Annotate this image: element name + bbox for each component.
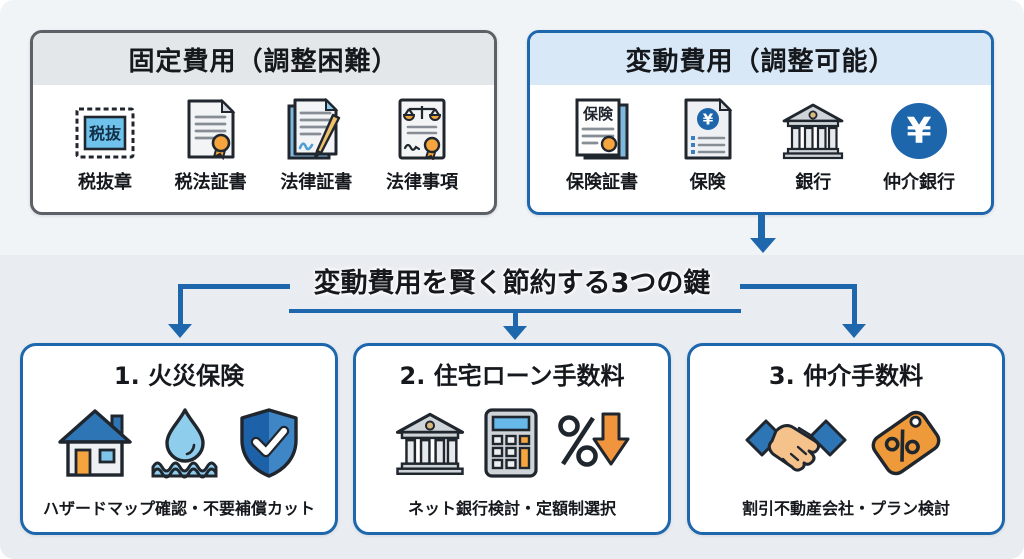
connector-center-arrowhead	[503, 326, 527, 340]
fixed-costs-card: 固定費用（調整困難） 税抜 税抜章	[30, 30, 497, 215]
variable-item-label: 保険証書	[566, 172, 638, 193]
yen-symbol: ¥	[702, 111, 713, 129]
savings-headline: 変動費用を賢く節約する3つの鍵	[313, 268, 711, 299]
variable-item-label: 仲介銀行	[882, 172, 955, 193]
fixed-item-stamp: 税抜 税抜章	[53, 96, 157, 194]
fire-insurance-title: 1. 火災保険	[113, 362, 245, 390]
insurance-doc-text: 保険	[582, 105, 614, 123]
yen-symbol: ¥	[906, 111, 931, 152]
connector-left-arrowhead	[168, 324, 192, 338]
insurance-certificate-icon: 保険	[573, 96, 631, 160]
fixed-costs-items: 税抜 税抜章	[33, 85, 494, 194]
variable-item-insurance: ¥ 保険	[656, 96, 760, 194]
fixed-costs-title: 固定費用（調整困難）	[33, 33, 494, 85]
connector-right-horizontal	[740, 284, 857, 289]
flow-arrow-variable-head	[750, 238, 776, 253]
tax-certificate-icon	[185, 96, 237, 160]
yen-circle-icon: ¥	[890, 96, 948, 160]
connector-right-vertical	[852, 284, 857, 326]
fire-insurance-note: ハザードマップ確認・不要補償カット	[42, 499, 315, 518]
fire-insurance-card: 1. 火災保険	[20, 343, 338, 535]
connector-center-vertical	[513, 312, 518, 328]
shield-check-icon	[236, 407, 302, 479]
headline-underline	[289, 309, 741, 313]
variable-costs-title: 変動費用（調整可能）	[530, 33, 991, 85]
loan-fee-title: 2. 住宅ローン手数料	[399, 362, 625, 390]
house-icon	[56, 407, 134, 479]
handshake-icon	[744, 410, 848, 476]
legal-contract-icon	[286, 96, 346, 160]
price-tag-icon	[864, 407, 948, 479]
flow-arrow-variable-stem	[758, 215, 765, 239]
variable-item-label: 銀行	[795, 172, 832, 193]
legal-terms-icon	[396, 96, 448, 160]
variable-item-broker-bank: ¥ 仲介銀行	[867, 96, 971, 194]
variable-item-bank: 銀行	[761, 96, 865, 194]
variable-costs-card: 変動費用（調整可能） 保険 保険証書	[527, 30, 994, 215]
tax-stamp-icon: 税抜	[74, 96, 136, 160]
variable-item-label: 保険	[689, 172, 726, 193]
percent-down-icon	[556, 408, 630, 478]
broker-fee-icons	[744, 391, 948, 495]
connector-right-arrowhead	[842, 324, 866, 338]
fixed-item-label: 税法証書	[174, 172, 247, 193]
fixed-item-label: 法律証書	[280, 172, 353, 193]
broker-fee-title: 3. 仲介手数料	[768, 362, 924, 390]
connector-left-horizontal	[178, 284, 290, 289]
variable-item-insurance-cert: 保険 保険証書	[550, 96, 654, 194]
loan-fee-icons	[394, 391, 630, 495]
fixed-item-label: 税抜章	[78, 172, 132, 193]
variable-costs-items: 保険 保険証書 ¥	[530, 85, 991, 194]
bank-icon	[394, 411, 466, 476]
fixed-item-terms: 法律事項	[370, 96, 474, 194]
fixed-item-contract: 法律証書	[264, 96, 368, 194]
fixed-item-label: 法律事項	[385, 172, 458, 193]
loan-fee-card: 2. 住宅ローン手数料	[353, 343, 671, 535]
fire-insurance-icons	[56, 391, 302, 495]
loan-fee-note: ネット銀行検討・定額制選択	[407, 499, 616, 518]
insurance-yen-doc-icon: ¥	[682, 96, 734, 160]
fixed-item-certificate: 税法証書	[159, 96, 263, 194]
stamp-text: 税抜	[89, 124, 122, 143]
calculator-icon	[482, 407, 540, 479]
water-drop-icon	[150, 407, 220, 479]
connector-left-vertical	[178, 284, 183, 326]
bank-icon	[781, 96, 845, 160]
broker-fee-card: 3. 仲介手数料	[687, 343, 1005, 535]
broker-fee-note: 割引不動産会社・プラン検討	[741, 499, 950, 518]
